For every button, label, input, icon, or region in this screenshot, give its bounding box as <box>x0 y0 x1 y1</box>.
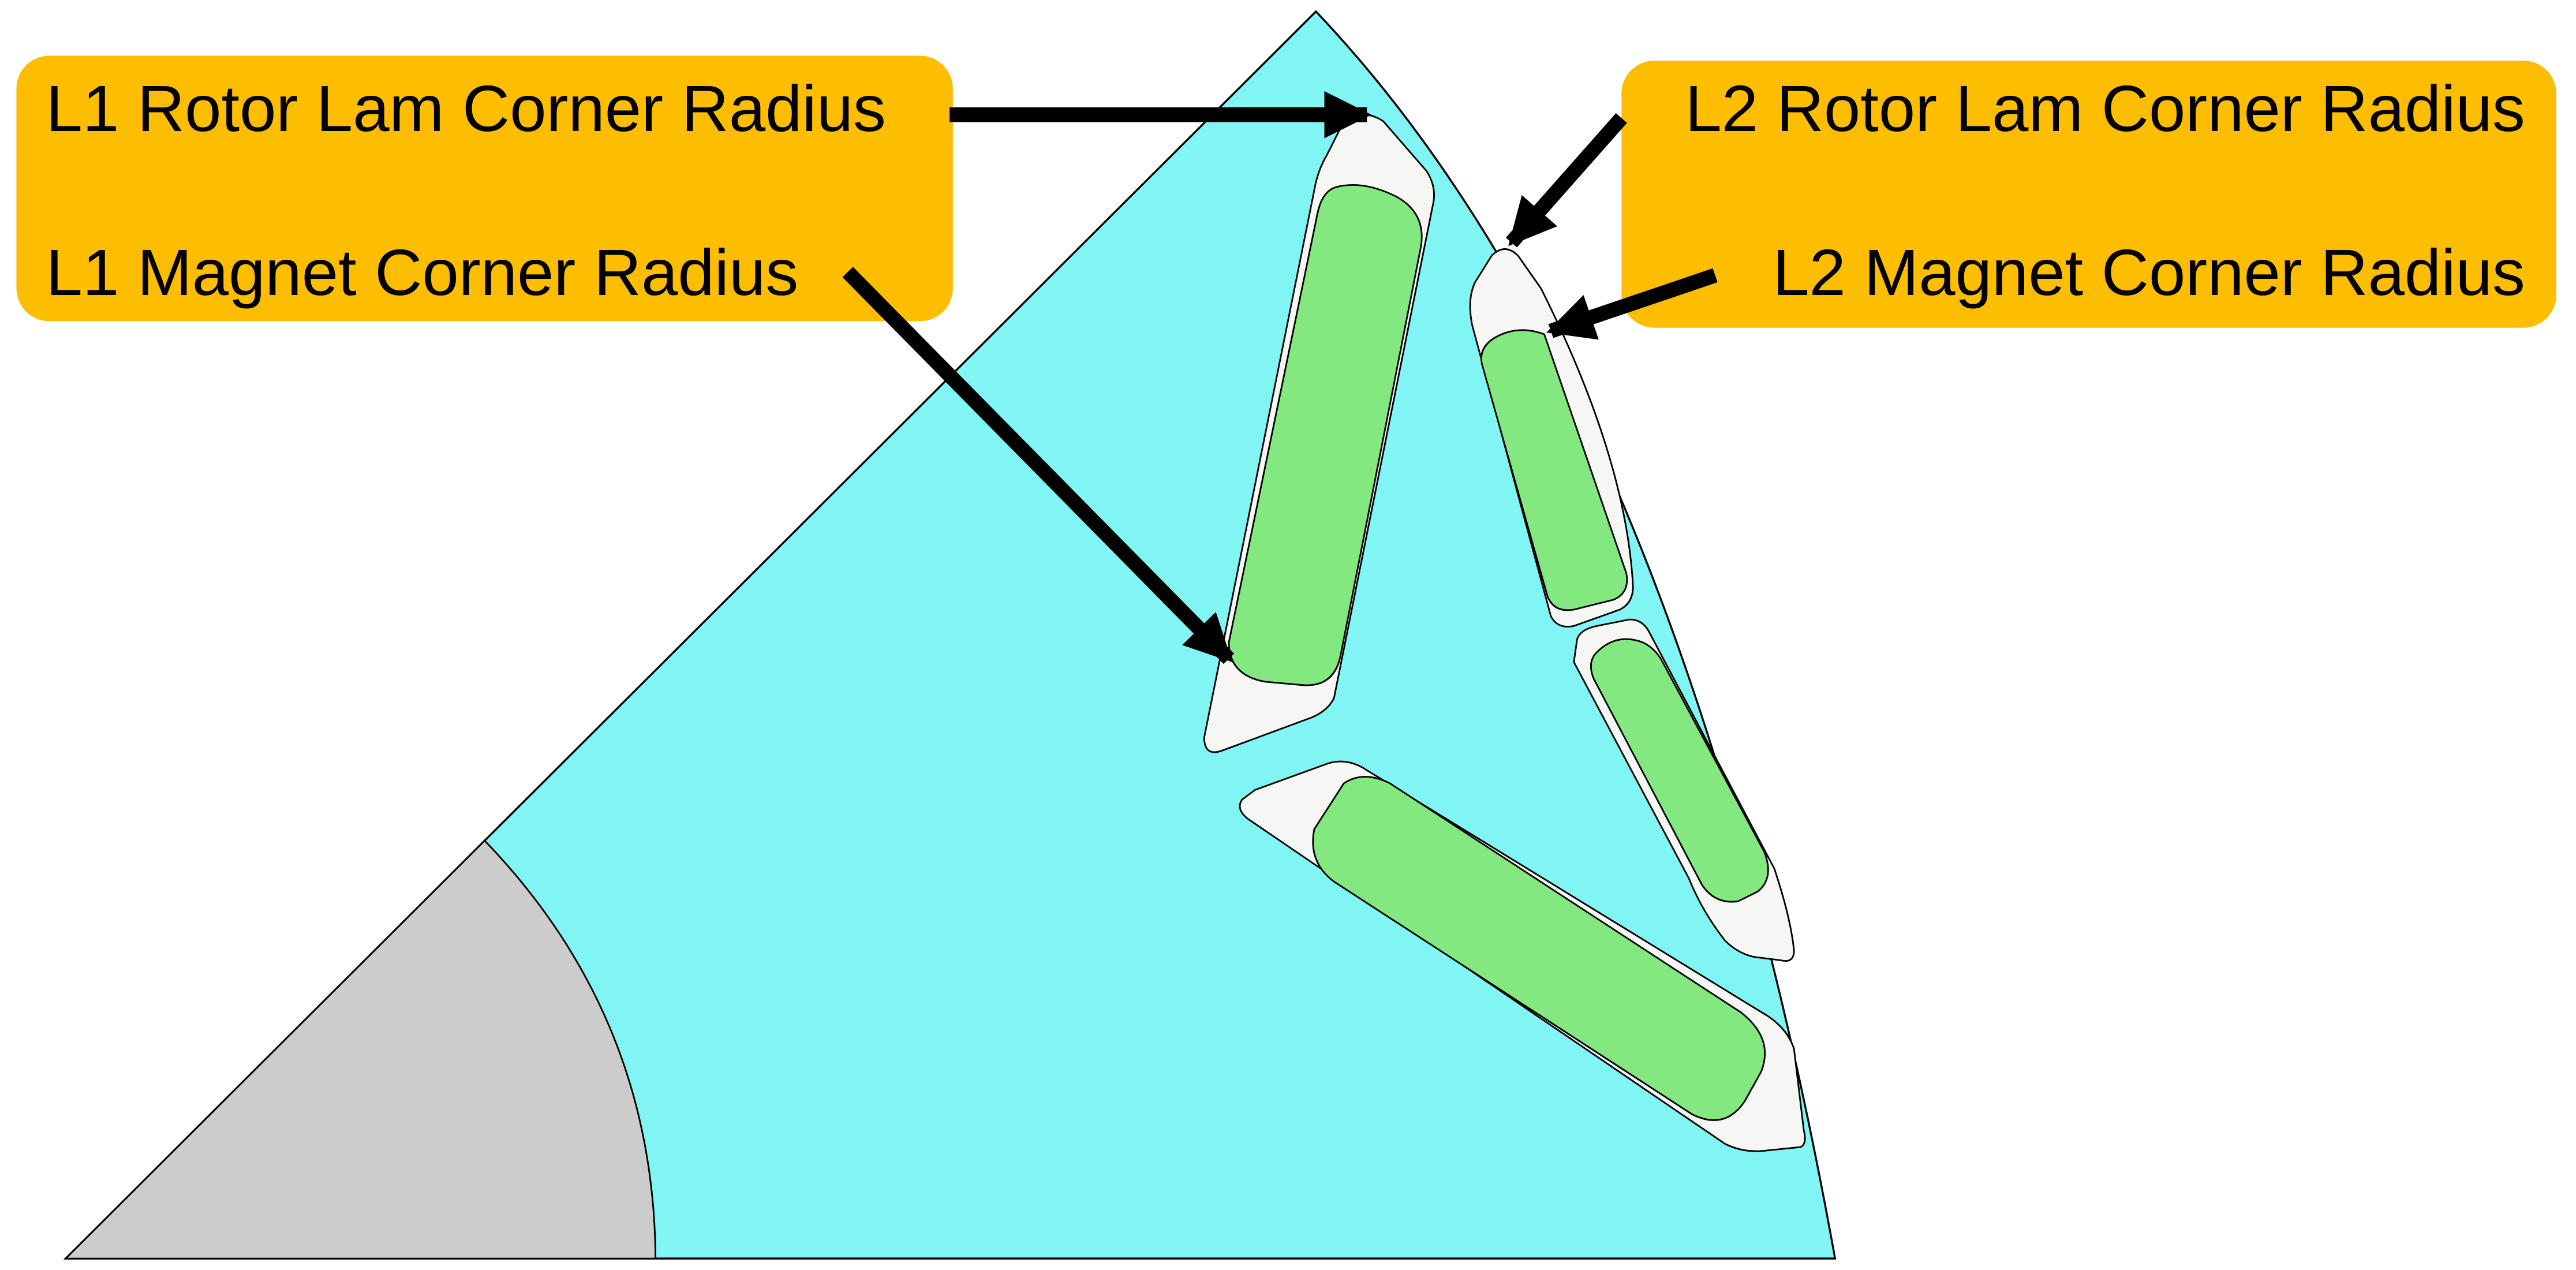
l1-callout-box <box>16 55 953 322</box>
l2-rotor-lam-corner-radius-label: L2 Rotor Lam Corner Radius <box>1685 72 2525 145</box>
l1-magnet-arrow <box>842 267 1235 664</box>
l2-callout-box <box>1621 61 2556 328</box>
l2-upper-magnet <box>1480 329 1628 611</box>
l2-lower-magnet <box>1590 638 1769 903</box>
l2-rotor-lam-arrow <box>1505 113 1627 248</box>
l2-magnet-corner-radius-label: L2 Magnet Corner Radius <box>1773 236 2525 309</box>
l1-lower-magnet <box>1312 776 1766 1121</box>
l1-rotor-lam-corner-radius-label: L1 Rotor Lam Corner Radius <box>46 72 886 145</box>
shaft <box>63 839 657 1260</box>
l1-upper-magnet <box>1228 184 1423 686</box>
l2-magnet-arrow <box>1546 268 1718 340</box>
l1-magnet-corner-radius-label: L1 Magnet Corner Radius <box>46 236 799 309</box>
